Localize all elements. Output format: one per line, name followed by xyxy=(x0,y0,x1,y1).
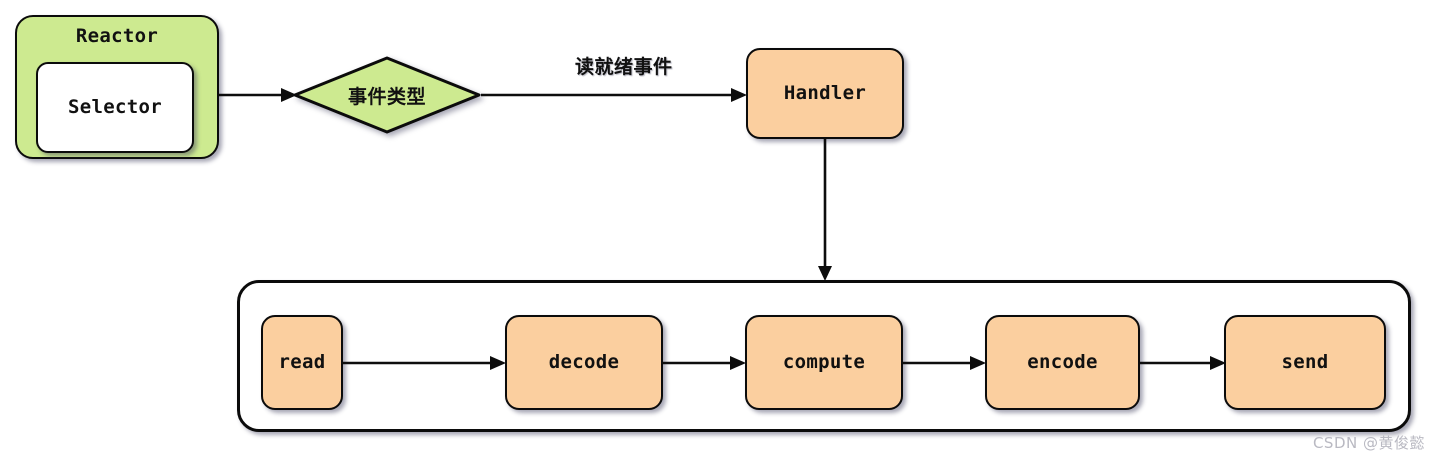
selector-label: Selector xyxy=(68,95,162,118)
selector-node[interactable]: Selector xyxy=(36,62,194,153)
edge-reactor-to-decision xyxy=(219,88,297,102)
edge-handler-to-pipeline xyxy=(818,138,832,281)
event-type-decision-node[interactable]: 事件类型 xyxy=(293,56,481,134)
edge-decision-to-handler xyxy=(481,88,747,102)
handler-label: Handler xyxy=(783,81,867,104)
pipeline-stage-read-label: read xyxy=(278,350,326,373)
watermark-text: CSDN @黄俊懿 xyxy=(1312,434,1425,452)
pipeline-stage-decode[interactable]: decode xyxy=(505,315,663,410)
pipeline-stage-read[interactable]: read xyxy=(261,315,343,410)
edge-label-read-ready-event: 读就绪事件 xyxy=(575,56,673,78)
pipeline-stage-compute[interactable]: compute xyxy=(745,315,903,410)
edge-compute-to-encode xyxy=(903,356,986,370)
pipeline-stage-decode-label: decode xyxy=(548,350,620,373)
pipeline-stage-encode[interactable]: encode xyxy=(985,315,1140,410)
reactor-title: Reactor xyxy=(75,25,159,47)
diamond-shape xyxy=(293,56,481,134)
pipeline-stage-send-label: send xyxy=(1281,350,1329,373)
edge-read-to-decode xyxy=(343,356,506,370)
edge-encode-to-send xyxy=(1140,356,1226,370)
pipeline-stage-send[interactable]: send xyxy=(1224,315,1386,410)
handler-node[interactable]: Handler xyxy=(746,48,904,139)
event-type-decision-label: 事件类型 xyxy=(347,85,426,108)
pipeline-stage-compute-label: compute xyxy=(782,350,866,373)
edge-decode-to-compute xyxy=(663,356,746,370)
pipeline-stage-encode-label: encode xyxy=(1027,350,1098,373)
